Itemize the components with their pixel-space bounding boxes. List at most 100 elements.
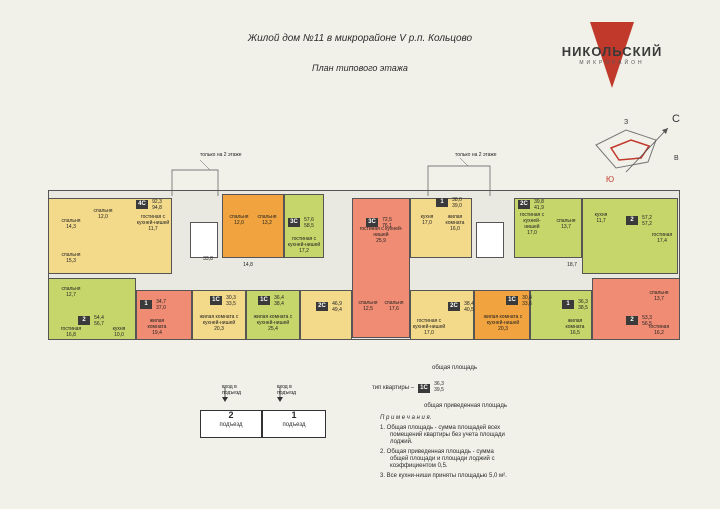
logo-sub: МИКРОРАЙОН [579,60,645,66]
entrance-arrow-1 [277,387,283,402]
compass-s: Ю [606,175,614,184]
legend-total-label: общая площадь [432,365,478,371]
apt-1-right-bottom [530,290,592,340]
apt-type-1: 1 [140,300,152,309]
entrance-arrow-2 [222,387,228,402]
note-3: 3. Все кухни-ниши приняты площадью 5,0 м… [380,473,507,479]
page-title: Жилой дом №11 в микрорайоне V р.п. Кольц… [247,33,473,44]
entrance-arrow-label-1: вход в подъезд [277,384,297,396]
apt-2-right [582,198,678,274]
entrance-arrow-label-2: вход в подъезд [222,384,242,396]
page-subtitle: План типового этажа [312,63,408,73]
developer-logo: НИКОЛЬСКИЙ МИКРОРАЙОН [556,22,668,92]
apt-2-bottom-left [48,278,136,340]
apt-type-2-rb: 2 [626,316,638,325]
legend-type-label: тип квартиры – [372,385,415,391]
apt-type-2c-rb: 2С [448,302,460,311]
only-2nd-floor-note: только на 2 этаже [200,152,242,158]
apt-1c-right-bottom [474,290,530,340]
apt-type-1-center: 1 [436,198,448,207]
stair-left [190,222,218,258]
apt-type-3c-center: 3С [366,218,378,227]
legend-type-box: 1С [418,384,430,393]
compass-e: В [674,155,679,162]
apt-2c-right-bottom [410,290,474,340]
apt-2-right-bottom [592,278,680,340]
apt-type-3c: 3С [288,218,300,227]
apt-type-2c-top: 2С [518,200,530,209]
apt-type-2-right: 2 [626,216,638,225]
only-2nd-floor-outline [171,159,219,196]
only-2nd-floor-outline-2 [427,158,491,196]
logo-word: НИКОЛЬСКИЙ [561,44,663,59]
room-label: 18,7 [567,262,577,268]
apt-2c-bottom [300,290,352,340]
apt-type-2c: 2С [316,302,328,311]
apt-3c-center [352,198,410,338]
compass-n: С [672,113,680,125]
stair-right [476,222,504,258]
logo-v-mark [590,22,634,88]
compass-w: З [624,119,628,126]
apt-3c-top [222,194,284,258]
apt-type-4c: 4С [136,200,148,209]
room-label: 33,8 [203,256,213,262]
apt-type-1-rb: 1 [562,300,574,309]
apt-4c [48,198,172,274]
legend-reduced-label: общая приведенная площадь [424,403,507,409]
notes-title: П р и м е ч а н и я. [380,415,432,421]
apt-1c-bottom-2 [246,290,300,340]
apt-type-1c-2: 1С [258,296,270,305]
apt-1-center [410,198,472,258]
apt-type-1c: 1С [210,296,222,305]
room-label: 14,8 [243,262,253,268]
apt-1-bottom [136,290,192,340]
apt-type-1c-rb: 1С [506,296,518,305]
